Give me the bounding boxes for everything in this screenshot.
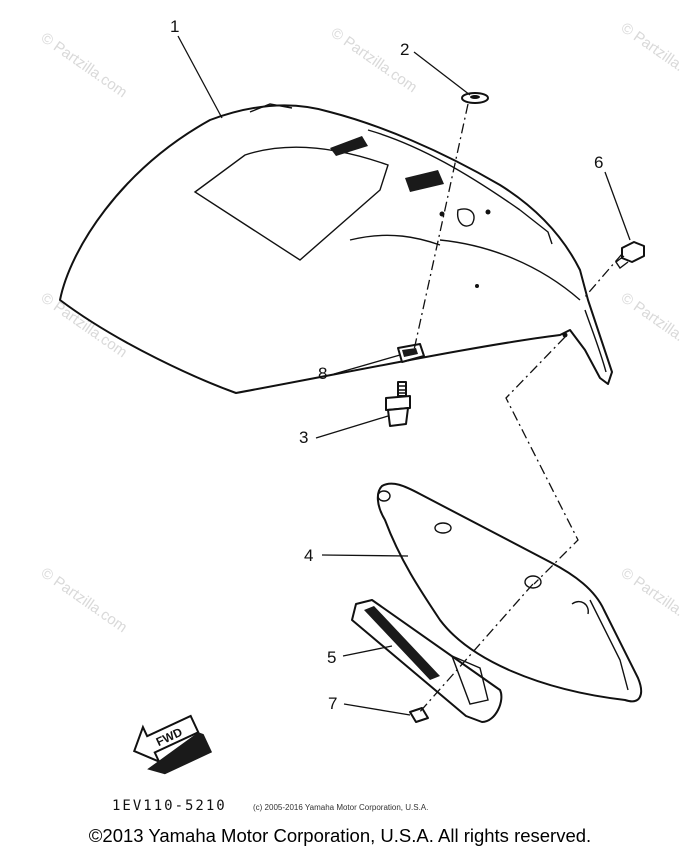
callouts: 1 2 3 4 5 6 7 8 (170, 17, 603, 713)
watermark: © Partzilla.com (618, 19, 680, 91)
callout-5: 5 (327, 648, 336, 667)
callout-8: 8 (318, 364, 327, 383)
callout-3: 3 (299, 428, 308, 447)
front-fender-part (59, 103, 613, 394)
callout-2: 2 (400, 40, 409, 59)
watermark: © Partzilla.com (618, 289, 680, 361)
screw-part (409, 707, 429, 723)
footer-copyright: ©2013 Yamaha Motor Corporation, U.S.A. A… (88, 825, 592, 846)
diagram-copyright: (c) 2005-2016 Yamaha Motor Corporation, … (253, 803, 429, 812)
callout-6: 6 (594, 153, 603, 172)
watermark: © Partzilla.com (38, 29, 131, 101)
reflector-part (351, 599, 503, 723)
nut-clip-part (397, 343, 425, 363)
watermark: © Partzilla.com (618, 564, 680, 636)
stud-bolt-part (385, 381, 411, 427)
callout-7: 7 (328, 694, 337, 713)
callout-4: 4 (304, 546, 313, 565)
watermark: © Partzilla.com (328, 24, 421, 96)
callout-1: 1 (170, 17, 179, 36)
washer-part (461, 92, 489, 104)
bolt-part (615, 241, 645, 270)
leader-lines (177, 35, 631, 716)
number-plate-part (376, 482, 643, 703)
fwd-arrow: FWD (132, 714, 213, 775)
diagram-code: 1EV110-5210 (112, 798, 227, 814)
watermark: © Partzilla.com (38, 564, 131, 636)
